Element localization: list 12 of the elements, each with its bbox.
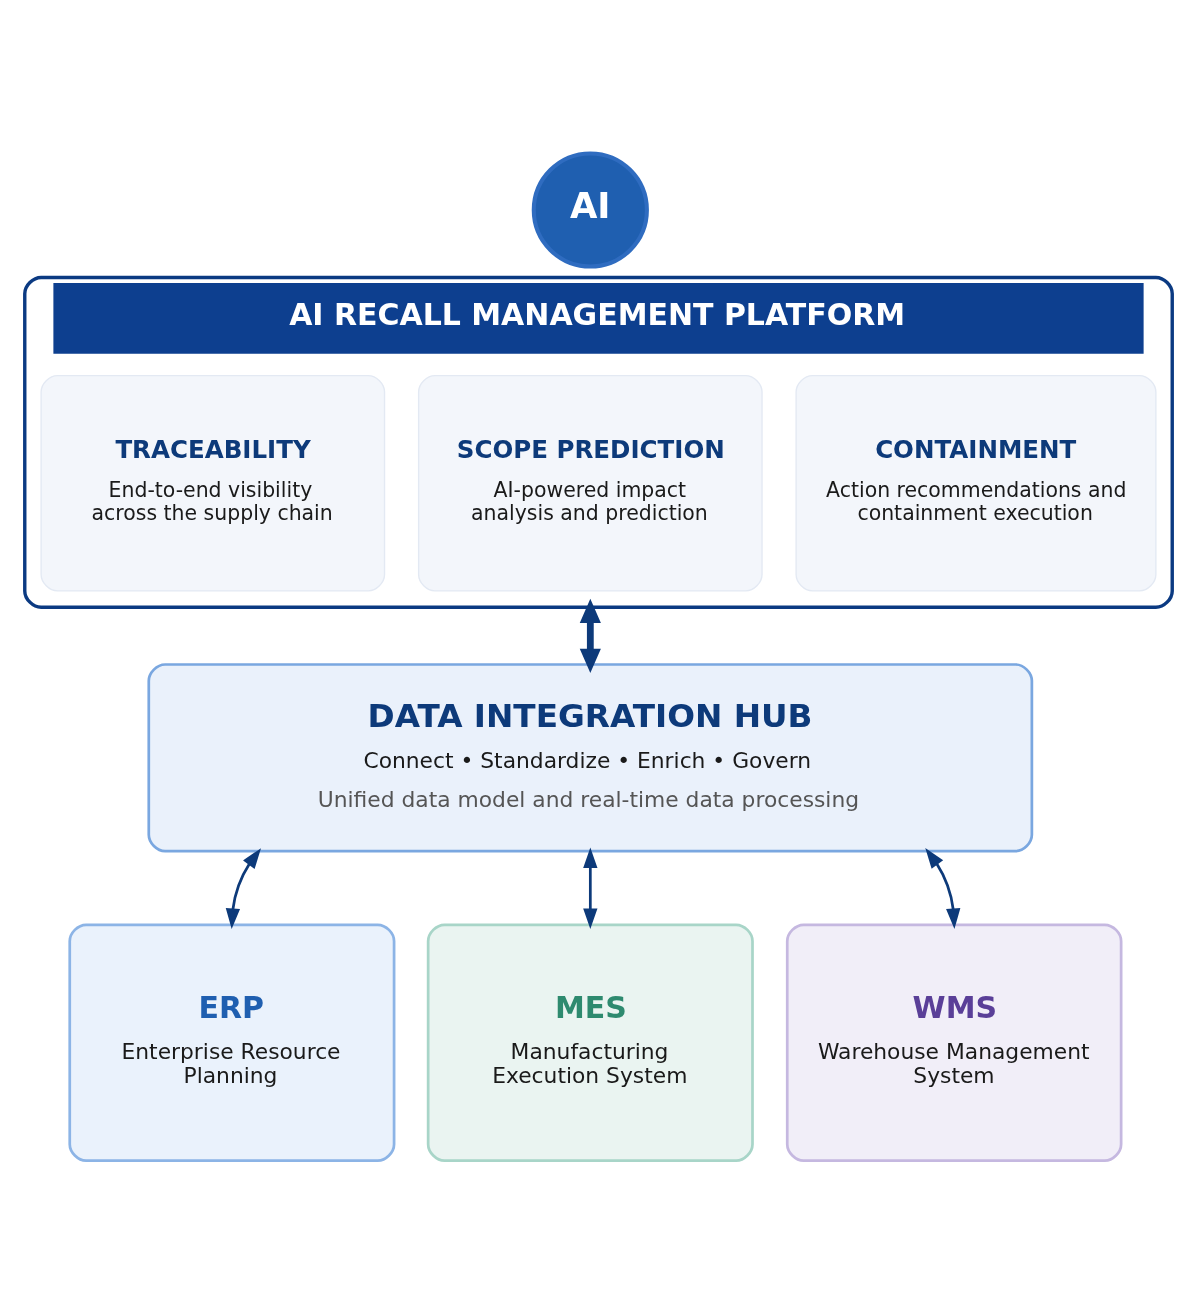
arrow: [925, 848, 961, 929]
arrow: [583, 847, 598, 929]
node-box: WMS Warehouse Management System: [785, 923, 1123, 1162]
node-box: ERP Enterprise Resource Planning: [68, 923, 396, 1162]
node-box: CONTAINMENT Action recommendations and containment execution: [795, 374, 1157, 592]
arrow: [579, 598, 601, 673]
node-box: DATA INTEGRATION HUB Connect • Standardize • Enrich • Govern Unified data model and real-time data processing: [147, 663, 1034, 853]
arrow: [225, 848, 261, 929]
node-box: MES Manufacturing Execution System: [426, 923, 754, 1162]
node-box: TRACEABILITY End-to-end visibility across the supply chain: [40, 374, 386, 592]
node-box: SCOPE PREDICTION AI-powered impact analysis and prediction: [417, 374, 763, 592]
node-circle: AI: [531, 151, 649, 269]
